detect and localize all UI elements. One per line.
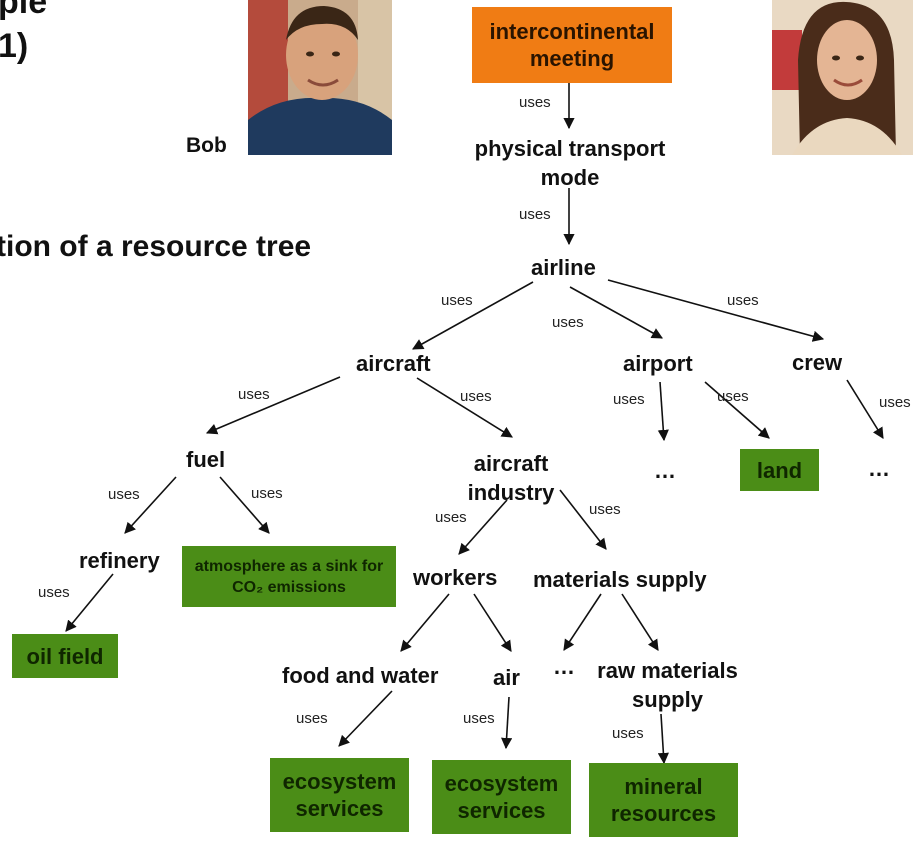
arrow-industry-materials (559, 489, 607, 550)
node-oil-field: oil field (12, 634, 118, 678)
node-label: land (756, 457, 803, 483)
edge-label: uses (612, 725, 644, 742)
arrow-airline-crew (607, 279, 825, 342)
slide-title-line2: 1) (0, 27, 29, 65)
node-materials-supply: materials supply (533, 567, 707, 592)
node-crew: crew (792, 350, 843, 375)
arrow-materials-dots (563, 593, 602, 651)
node-label: oil field (26, 643, 104, 669)
node-ecosystem-services-1: ecosystem services (270, 758, 409, 832)
node-label: mineral resources (610, 774, 717, 826)
edge-label: uses (879, 394, 911, 411)
edge-label: uses (251, 485, 283, 502)
node-ecosystem-services-2: ecosystem services (432, 760, 571, 834)
arrow-industry-workers (458, 499, 508, 555)
node-label: ecosystem services (444, 771, 559, 823)
node-aircraft-industry: aircraft industry (467, 451, 555, 505)
node-atmosphere-sink: atmosphere as a sink for CO₂ emissions (182, 546, 396, 607)
arrow-air-eco2 (501, 696, 513, 750)
edge-label: uses (460, 388, 492, 405)
ellipsis-airport: … (654, 458, 679, 483)
edge-label: uses (519, 94, 551, 111)
node-aircraft: aircraft (356, 351, 431, 376)
node-mineral-resources: mineral resources (589, 763, 738, 837)
edge-label: uses (613, 391, 645, 408)
node-airline: airline (531, 255, 596, 280)
arrow-aircraft-fuel (205, 376, 341, 435)
arrow-fuel-refinery (124, 476, 177, 534)
arrow-airport-dots (657, 381, 669, 442)
node-workers: workers (413, 565, 498, 590)
edge-label: uses (38, 584, 70, 601)
arrow-refinery-oilfield (65, 573, 114, 632)
slide-subtitle: tion of a resource tree (0, 230, 312, 263)
edge-label: uses (238, 386, 270, 403)
node-land: land (740, 449, 819, 491)
edge-label: uses (519, 206, 551, 223)
node-label: atmosphere as a sink for CO₂ emissions (194, 557, 384, 596)
arrow-airport-land (704, 381, 770, 439)
edge-label: uses (717, 388, 749, 405)
arrow-materials-raw (621, 593, 659, 651)
node-raw-materials-supply: raw materials supply (597, 658, 738, 712)
edge-label: uses (727, 292, 759, 309)
edge-label: uses (589, 501, 621, 518)
bob-label: Bob (186, 134, 227, 157)
edge-label: uses (296, 710, 328, 727)
ellipsis-materials: … (553, 654, 578, 679)
node-label: intercontinental meeting (489, 19, 655, 71)
arrow-workers-air (473, 593, 512, 652)
node-fuel: fuel (186, 447, 226, 472)
node-airport: airport (623, 351, 693, 376)
bob-photo (248, 0, 392, 155)
node-label: ecosystem services (282, 769, 397, 821)
arrow-raw-mineral (657, 713, 669, 765)
arrow-airline-aircraft (412, 281, 534, 350)
edge-label: uses (552, 314, 584, 331)
edge-label: uses (435, 509, 467, 526)
arrow-airline-airport (569, 286, 663, 339)
node-refinery: refinery (79, 548, 160, 573)
arrow-food-eco1 (338, 690, 393, 747)
edge-label: uses (441, 292, 473, 309)
arrow-workers-food (400, 593, 450, 652)
node-air: air (493, 665, 520, 690)
node-physical-transport-mode: physical transport mode (474, 136, 666, 190)
edge-label: uses (108, 486, 140, 503)
arrow-fuel-atmosphere (219, 476, 270, 534)
ellipsis-crew: … (868, 456, 893, 481)
slide-title-line1: ple (0, 0, 48, 21)
edge-label: uses (463, 710, 495, 727)
node-food-and-water: food and water (282, 663, 439, 688)
arrow-crew-dots (846, 379, 884, 439)
node-intercontinental-meeting: intercontinental meeting (472, 7, 672, 83)
arrow-aircraft-industry (416, 377, 513, 438)
woman-photo (772, 0, 913, 155)
